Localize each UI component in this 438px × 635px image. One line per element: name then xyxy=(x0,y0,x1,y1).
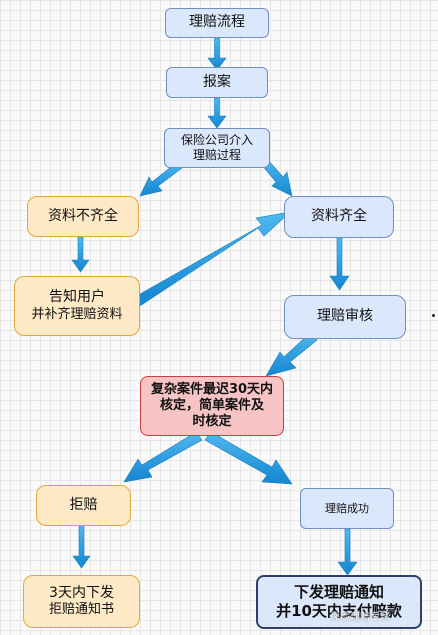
arrow-insurer-to-incomplete xyxy=(139,159,187,197)
insurer-label-line1: 保险公司介入 xyxy=(180,133,253,147)
watermark-text: 保险理赔专家 xyxy=(330,612,390,623)
stray-dot xyxy=(432,314,435,317)
report-node: 报案 xyxy=(166,67,268,98)
pay-notice-node: 下发理赔通知 并10天内支付赔款 xyxy=(256,575,422,629)
arrow-success-to-pay xyxy=(337,528,358,576)
notify-node: 告知用户 并补齐理赔资料 xyxy=(14,276,140,336)
pay-notice-line1: 下发理赔通知 xyxy=(293,583,384,602)
incomplete-node: 资料不齐全 xyxy=(27,196,139,237)
decision-label-line1: 复杂案件最迟30天内 xyxy=(150,381,274,397)
notify-label-line2: 并补齐理赔资料 xyxy=(31,306,123,322)
arrow-decision-to-reject xyxy=(123,431,203,483)
start-label: 理赔流程 xyxy=(189,14,245,31)
success-label: 理赔成功 xyxy=(325,501,369,515)
complete-label: 资料齐全 xyxy=(311,208,367,225)
decision-node: 复杂案件最迟30天内 核定，简单案件及 时核定 xyxy=(140,376,284,436)
start-node: 理赔流程 xyxy=(165,8,269,38)
arrow-complete-to-review xyxy=(329,237,350,291)
insurer-node: 保险公司介入 理赔过程 xyxy=(164,128,270,168)
arrow-incomplete-to-notify xyxy=(71,236,90,273)
arrow-decision-to-success xyxy=(204,431,293,485)
arrow-report-to-insurer xyxy=(207,97,227,129)
reject-label: 拒赔 xyxy=(69,496,98,513)
incomplete-label: 资料不齐全 xyxy=(48,207,118,224)
arrow-notify-to-complete xyxy=(139,211,291,307)
reject-notice-line2: 拒赔通知书 xyxy=(48,602,114,618)
complete-node: 资料齐全 xyxy=(284,196,394,238)
arrow-start-to-report xyxy=(207,37,227,71)
insurer-label-line2: 理赔过程 xyxy=(192,148,241,162)
review-node: 理赔审核 xyxy=(284,295,406,339)
report-label: 报案 xyxy=(203,73,231,90)
reject-notice-node: 3天内下发 拒赔通知书 xyxy=(23,575,140,628)
pay-notice-line2: 并10天内支付赔款 xyxy=(276,602,402,620)
arrow-reject-to-notice xyxy=(72,525,91,569)
notify-label-line1: 告知用户 xyxy=(49,289,105,306)
decision-label-line2: 核定，简单案件及 xyxy=(159,397,264,413)
reject-notice-line1: 3天内下发 xyxy=(49,584,114,601)
arrow-review-to-decision xyxy=(265,332,318,377)
success-node: 理赔成功 xyxy=(300,488,394,529)
arrow-insurer-to-complete xyxy=(261,159,293,197)
decision-label-line3: 时核定 xyxy=(192,414,232,430)
reject-node: 拒赔 xyxy=(36,485,131,526)
watermark: 保险理赔专家 xyxy=(330,608,390,623)
review-label: 理赔审核 xyxy=(317,308,373,325)
